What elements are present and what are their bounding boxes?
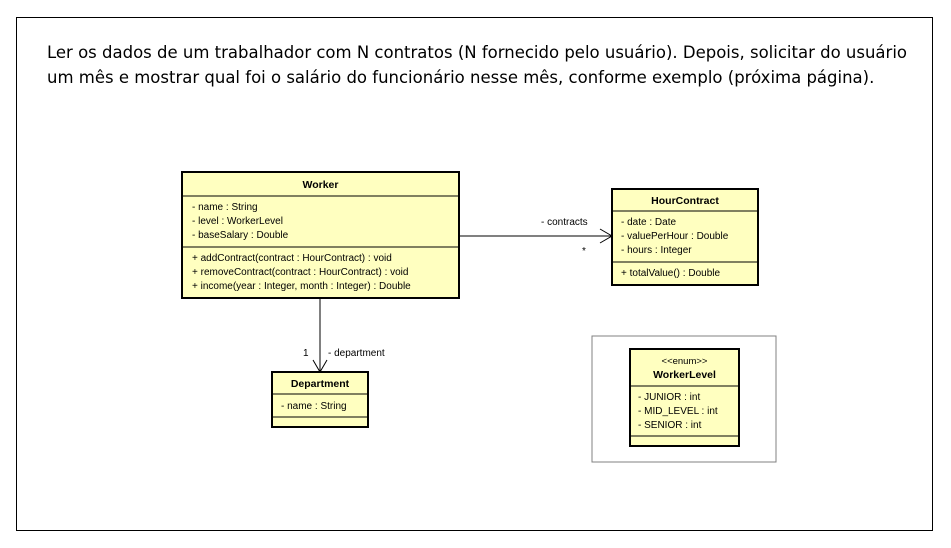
class-department-title: Department — [291, 378, 350, 390]
class-hourcontract-method-totalvalue: + totalValue() : Double — [621, 268, 720, 279]
association-department-role: - department — [328, 348, 385, 359]
class-hourcontract-attr-hours: - hours : Integer — [621, 245, 692, 256]
association-contracts-arrowhead — [599, 228, 613, 244]
class-worker: Worker - name : String - level : WorkerL… — [181, 171, 460, 299]
class-worker-attr-basesalary: - baseSalary : Double — [192, 230, 289, 241]
class-hourcontract-attr-date: - date : Date — [621, 217, 676, 228]
class-department: Department - name : String — [271, 371, 369, 428]
class-worker-method-income: + income(year : Integer, month : Integer… — [192, 281, 411, 292]
association-department-multiplicity: 1 — [303, 348, 309, 359]
enum-workerlevel-midlevel: - MID_LEVEL : int — [638, 406, 718, 417]
enum-workerlevel-stereotype: <<enum>> — [662, 356, 708, 367]
class-department-attr-name: - name : String — [281, 401, 347, 412]
association-contracts-multiplicity: * — [582, 246, 586, 257]
class-hourcontract-title: HourContract — [651, 195, 719, 207]
class-worker-method-removecontract: + removeContract(contract : HourContract… — [192, 267, 408, 278]
class-department-box — [271, 371, 369, 428]
enum-workerlevel-title: WorkerLevel — [653, 369, 716, 381]
enum-workerlevel-box — [629, 348, 740, 447]
association-contracts-role: - contracts — [541, 217, 588, 228]
association-department-arrowhead — [312, 359, 328, 373]
class-worker-method-addcontract: + addContract(contract : HourContract) :… — [192, 253, 392, 264]
page-frame — [16, 17, 933, 531]
enum-workerlevel-junior: - JUNIOR : int — [638, 392, 700, 403]
class-hourcontract: HourContract - date : Date - valuePerHou… — [611, 188, 759, 286]
association-contracts: - contracts * — [459, 217, 613, 257]
class-worker-box — [181, 171, 460, 299]
problem-description: Ler os dados de um trabalhador com N con… — [47, 43, 908, 87]
class-worker-title: Worker — [303, 179, 339, 191]
class-hourcontract-attr-valueperhour: - valuePerHour : Double — [621, 231, 729, 242]
class-worker-attr-name: - name : String — [192, 202, 258, 213]
enum-workerlevel-senior: - SENIOR : int — [638, 420, 702, 431]
class-worker-attr-level: - level : WorkerLevel — [192, 216, 283, 227]
class-hourcontract-box — [611, 188, 759, 286]
enum-workerlevel: <<enum>> WorkerLevel - JUNIOR : int - MI… — [629, 348, 740, 447]
association-department: - department 1 — [303, 298, 385, 373]
